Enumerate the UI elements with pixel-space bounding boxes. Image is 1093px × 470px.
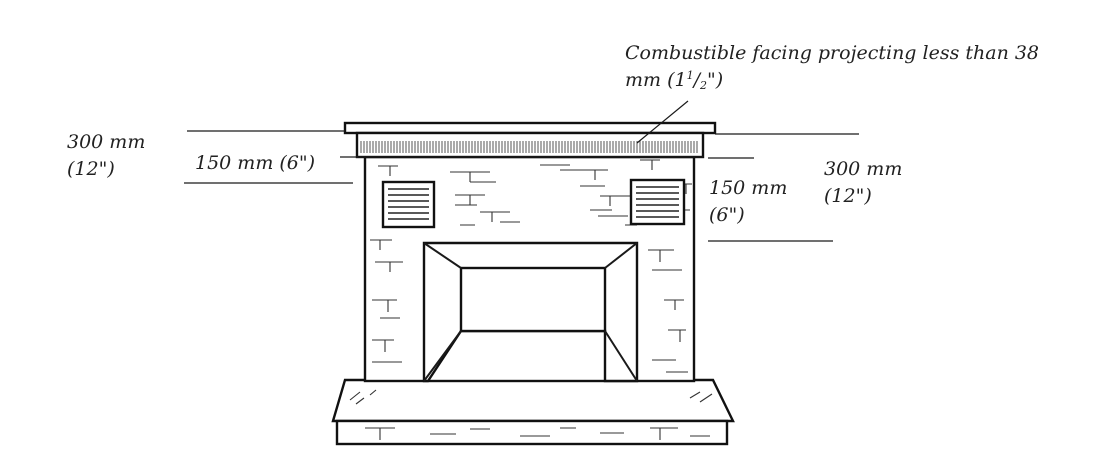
- left-side-clearance: 150 mm (6"): [195, 152, 315, 174]
- right-side-clearance-mm: 150 mm: [709, 177, 787, 199]
- firebox-opening: [422, 241, 639, 383]
- left-top-clearance-in: (12"): [67, 158, 115, 180]
- frieze-hatching: [360, 141, 698, 153]
- right-top-clearance-in: (12"): [824, 185, 872, 207]
- hearth: [331, 378, 735, 446]
- facing-leader-line: [636, 100, 689, 144]
- right-side-clearance-in: (6"): [709, 204, 745, 226]
- mantel-shelf: [343, 121, 717, 159]
- facing-note-line2: mm (11/2"): [625, 69, 723, 92]
- right-top-clearance-mm: 300 mm: [824, 158, 902, 180]
- dimension-lines: [184, 100, 859, 242]
- right-vent-grille: [629, 178, 686, 226]
- left-top-clearance-mm: 300 mm: [67, 131, 145, 153]
- left-vent-grille: [381, 180, 436, 229]
- facing-note-line1: Combustible facing projecting less than …: [625, 42, 1039, 64]
